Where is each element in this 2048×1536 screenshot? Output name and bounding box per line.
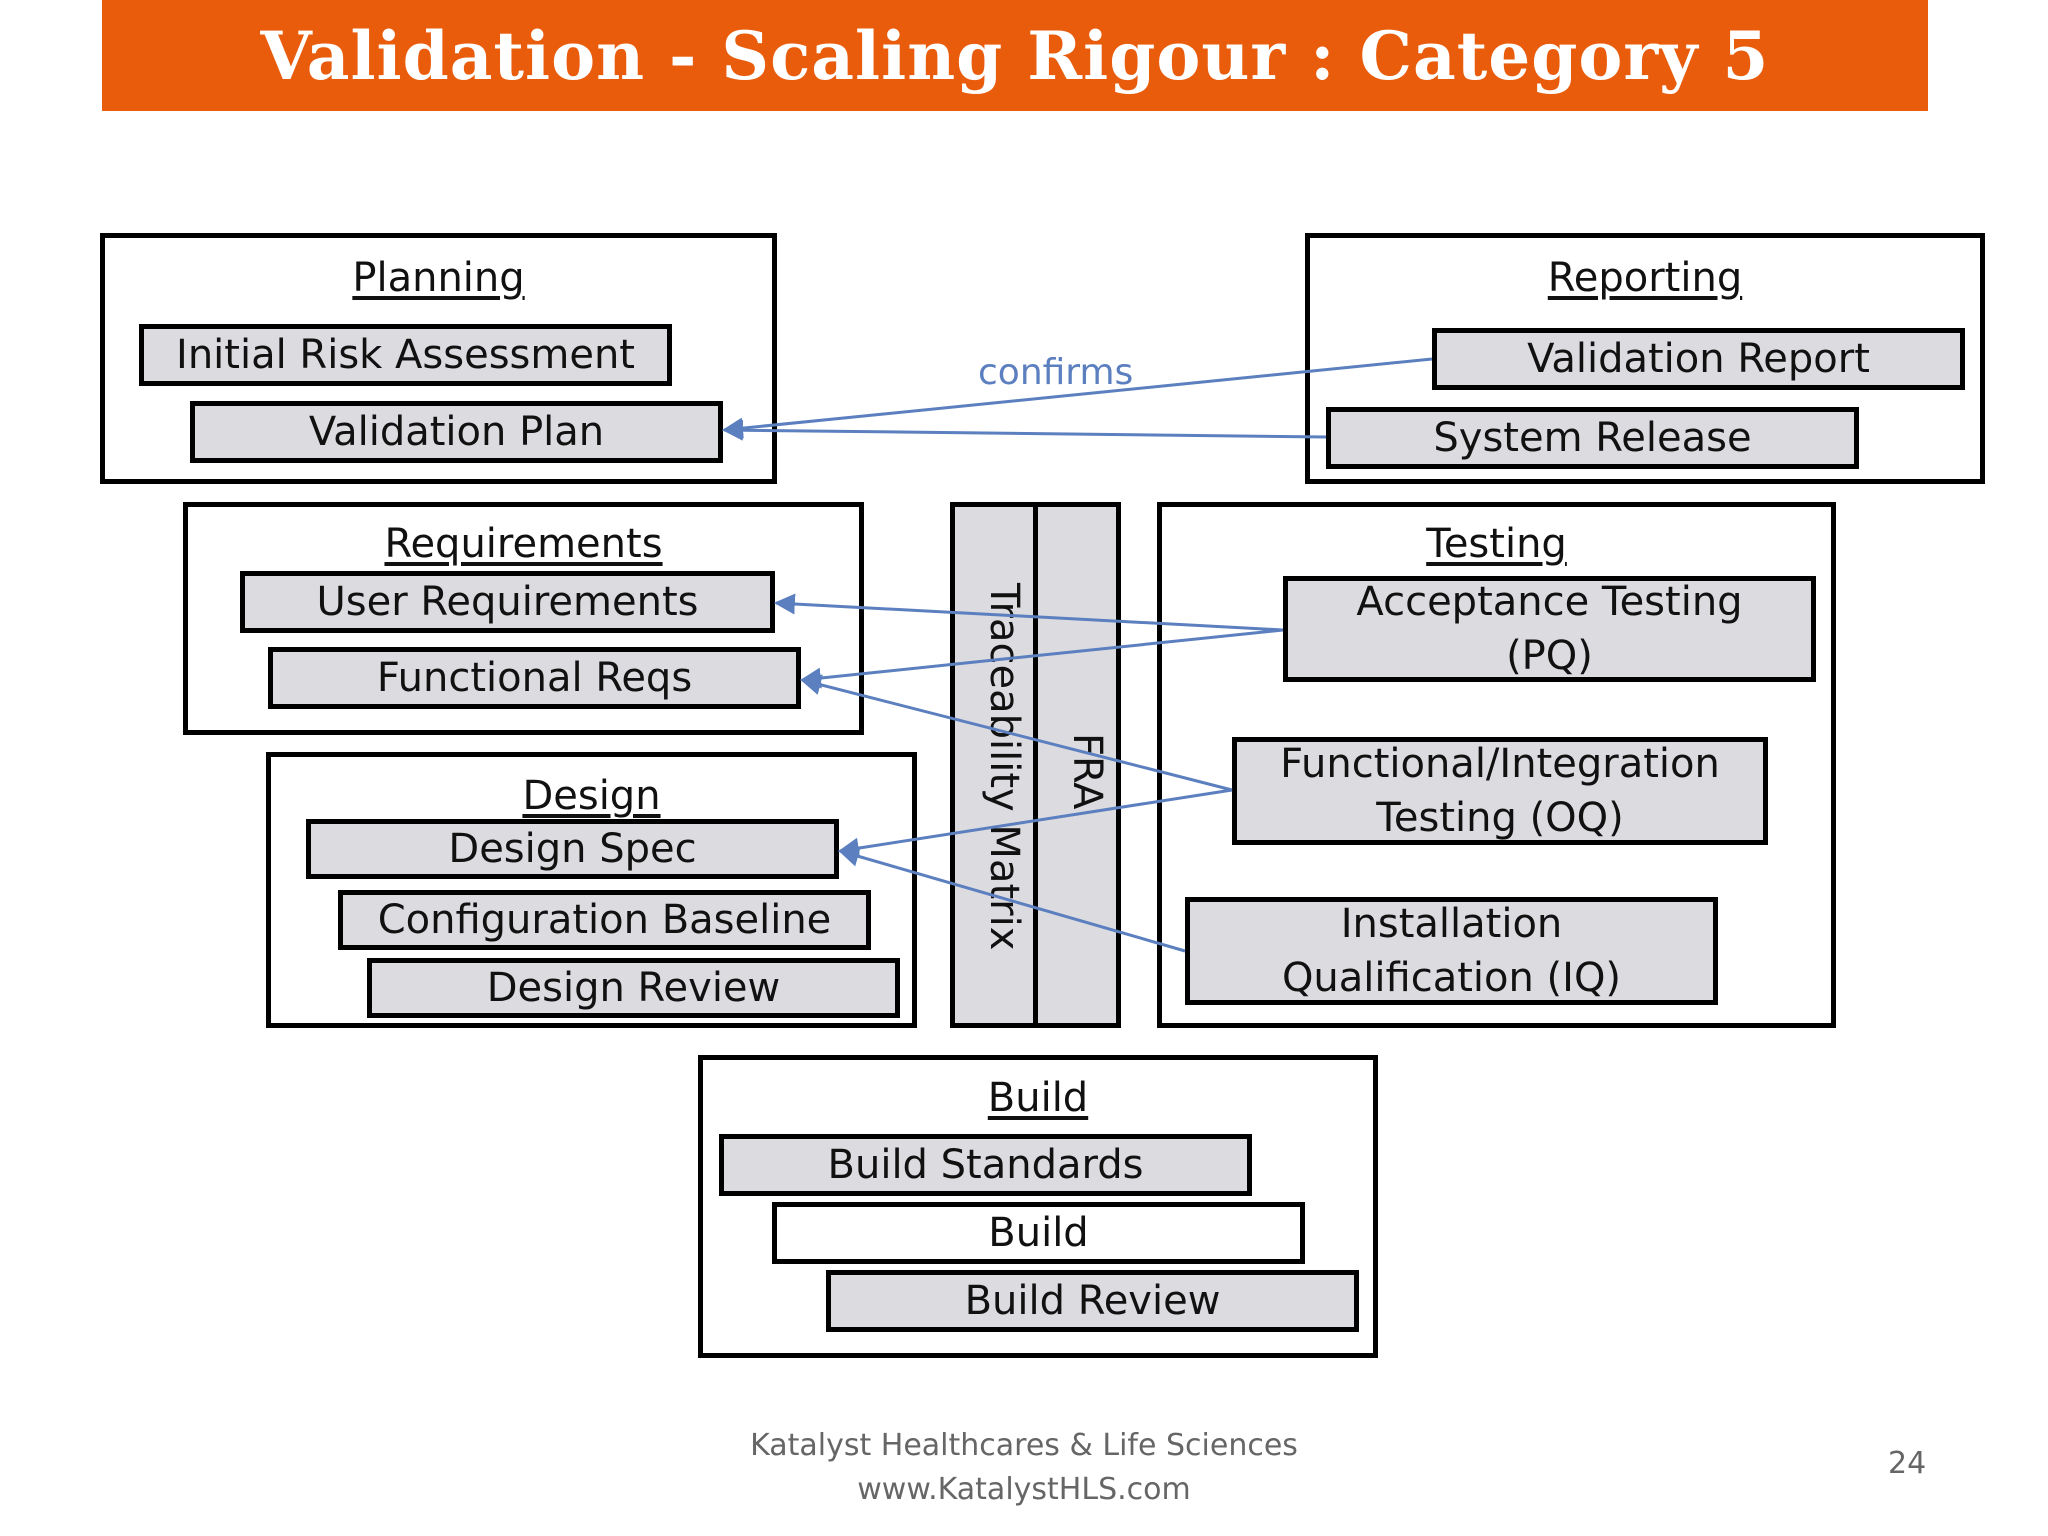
validation-report-box: Validation Report: [1432, 328, 1965, 390]
build-standards-box: Build Standards: [719, 1134, 1252, 1196]
design-review-box: Design Review: [367, 958, 900, 1018]
fra-label: FRA: [1064, 733, 1110, 810]
acceptance-testing-line1: Acceptance Testing: [1356, 579, 1743, 625]
design-title: Design: [522, 773, 661, 819]
slide-title: Validation - Scaling Rigour : Category 5: [260, 16, 1770, 95]
design-spec-box: Design Spec: [306, 819, 839, 879]
installation-qualification-box: Installation Qualification (IQ): [1185, 897, 1718, 1005]
confirms-label: confirms: [978, 352, 1134, 393]
footer-website: www.KatalystHLS.com: [857, 1471, 1191, 1507]
functional-reqs-box: Functional Reqs: [268, 647, 801, 709]
reporting-title: Reporting: [1547, 255, 1743, 301]
testing-title: Testing: [1426, 521, 1567, 567]
planning-title: Planning: [352, 255, 525, 301]
traceability-matrix-column: Traceability Matrix: [950, 502, 1038, 1028]
page-number: 24: [1888, 1446, 1927, 1481]
initial-risk-assessment-box: Initial Risk Assessment: [139, 324, 672, 386]
functional-integration-line2: Testing (OQ): [1376, 795, 1624, 841]
arrow-system-release-to-plan: [721, 419, 1327, 441]
build-title: Build: [987, 1075, 1089, 1121]
user-requirements-box: User Requirements: [240, 571, 775, 633]
footer: Katalyst Healthcares & Life Sciences www…: [0, 1424, 2048, 1511]
build-box: Build: [772, 1202, 1305, 1264]
installation-qualification-line1: Installation: [1340, 901, 1563, 947]
build-review-box: Build Review: [826, 1270, 1359, 1332]
validation-plan-box: Validation Plan: [190, 401, 723, 463]
footer-company: Katalyst Healthcares & Life Sciences: [750, 1428, 1298, 1463]
installation-qualification-line2: Qualification (IQ): [1281, 955, 1622, 1001]
configuration-baseline-box: Configuration Baseline: [338, 890, 871, 950]
traceability-matrix-label: Traceability Matrix: [981, 583, 1027, 951]
functional-integration-line1: Functional/Integration: [1280, 741, 1720, 787]
functional-integration-testing-box: Functional/Integration Testing (OQ): [1232, 737, 1768, 845]
acceptance-testing-line2: (PQ): [1506, 633, 1593, 679]
requirements-title: Requirements: [384, 521, 663, 567]
system-release-box: System Release: [1326, 407, 1859, 469]
title-banner: Validation - Scaling Rigour : Category 5: [102, 0, 1928, 111]
fra-column: FRA: [1033, 502, 1121, 1028]
acceptance-testing-box: Acceptance Testing (PQ): [1283, 576, 1816, 682]
